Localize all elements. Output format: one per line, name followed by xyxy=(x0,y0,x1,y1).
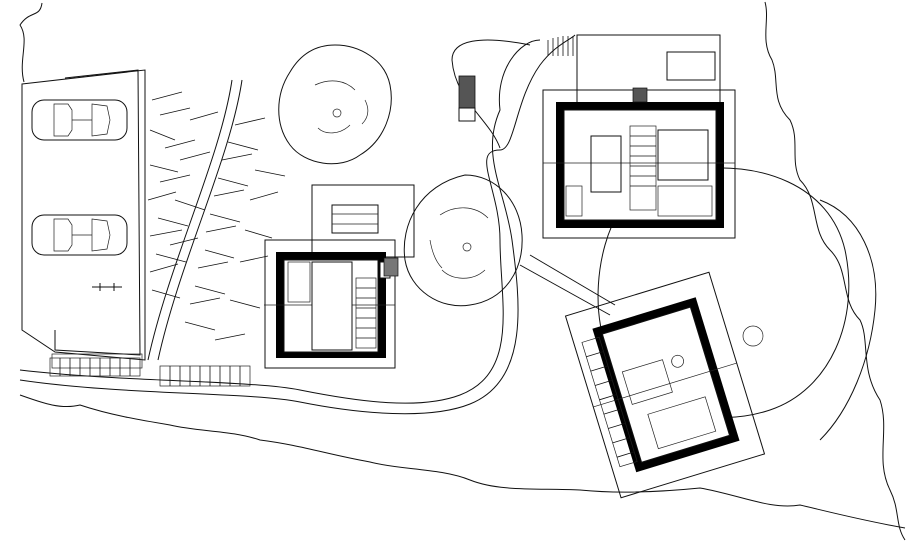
pavers xyxy=(49,357,251,387)
bike-icon xyxy=(92,283,122,291)
cabin-small xyxy=(264,184,415,369)
car-1 xyxy=(31,99,128,141)
car-2 xyxy=(31,214,128,256)
property-boundary xyxy=(19,1,906,541)
grass-hatching xyxy=(147,91,286,341)
parking-area xyxy=(21,69,146,369)
annex-rotated xyxy=(564,271,766,499)
tree-1 xyxy=(278,44,392,165)
stairs xyxy=(547,36,574,56)
tree-2 xyxy=(403,174,523,307)
house-main xyxy=(458,34,736,239)
